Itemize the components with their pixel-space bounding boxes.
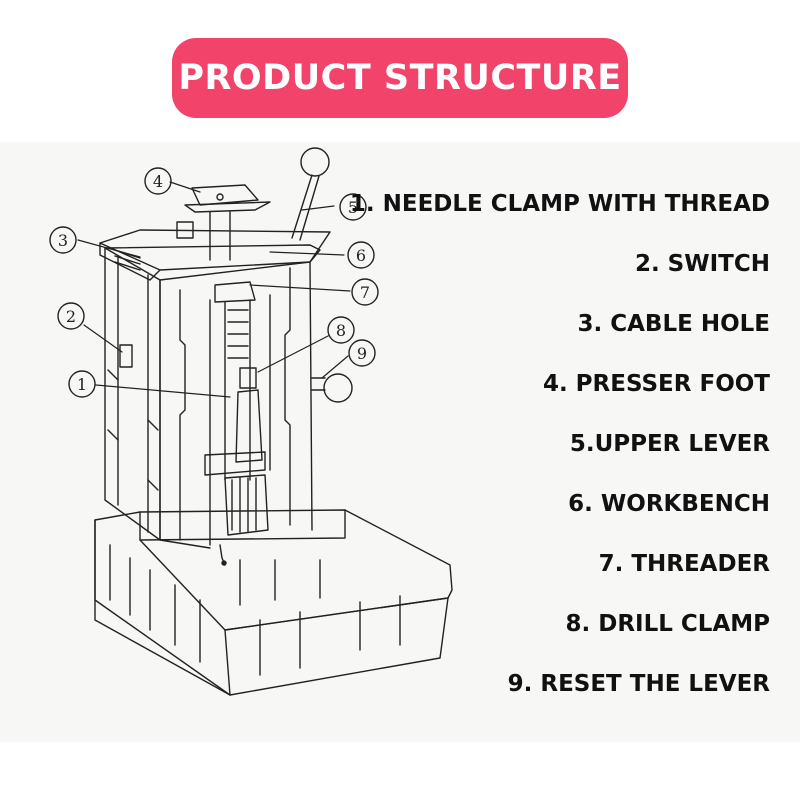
parts-legend: 1. NEEDLE CLAMP WITH THREAD 2. SWITCH 3.…	[340, 183, 770, 723]
svg-text:6: 6	[356, 246, 366, 265]
upper-lever	[291, 147, 330, 241]
legend-item-upper-lever: 5.UPPER LEVER	[569, 431, 770, 457]
svg-text:1: 1	[77, 375, 87, 394]
page-title: PRODUCT STRUCTURE	[178, 58, 622, 98]
legend-item-switch: 2. SWITCH	[634, 251, 770, 277]
legend-item-presser-foot: 4. PRESSER FOOT	[542, 371, 770, 397]
callout-3: 3	[49, 226, 77, 254]
legend-item-reset-lever: 9. RESET THE LEVER	[507, 671, 770, 697]
callout-circles: 1 2 3 4 5 6 7	[49, 167, 379, 398]
callout-8: 8	[327, 316, 355, 344]
callout-5: 5	[339, 193, 367, 221]
legend-item-drill-clamp: 8. DRILL CLAMP	[565, 611, 770, 637]
legend-item-needle-clamp: 1. NEEDLE CLAMP WITH THREAD	[349, 191, 770, 217]
svg-text:9: 9	[357, 344, 367, 363]
legend-item-threader: 7. THREADER	[598, 551, 770, 577]
callout-9: 9	[348, 339, 376, 367]
workbench-plate	[99, 221, 331, 281]
callout-2: 2	[57, 302, 85, 330]
callout-1: 1	[68, 370, 96, 398]
callout-4: 4	[144, 167, 172, 195]
legend-item-workbench: 6. WORKBENCH	[568, 491, 770, 517]
drive-mechanism	[204, 281, 271, 566]
callout-6: 6	[347, 241, 375, 269]
svg-text:4: 4	[153, 172, 163, 191]
base-tray	[94, 509, 453, 696]
svg-text:5: 5	[348, 198, 358, 217]
svg-text:7: 7	[360, 283, 370, 302]
switch-shape	[119, 344, 133, 368]
legend-item-cable-hole: 3. CABLE HOLE	[577, 311, 770, 337]
title-banner: PRODUCT STRUCTURE	[172, 38, 628, 118]
svg-text:8: 8	[336, 321, 346, 340]
svg-text:3: 3	[58, 231, 68, 250]
leader-lines	[77, 181, 351, 398]
presser-foot-assembly	[184, 184, 271, 261]
column-body	[104, 244, 321, 549]
svg-text:2: 2	[66, 307, 76, 326]
callout-7: 7	[351, 278, 379, 306]
